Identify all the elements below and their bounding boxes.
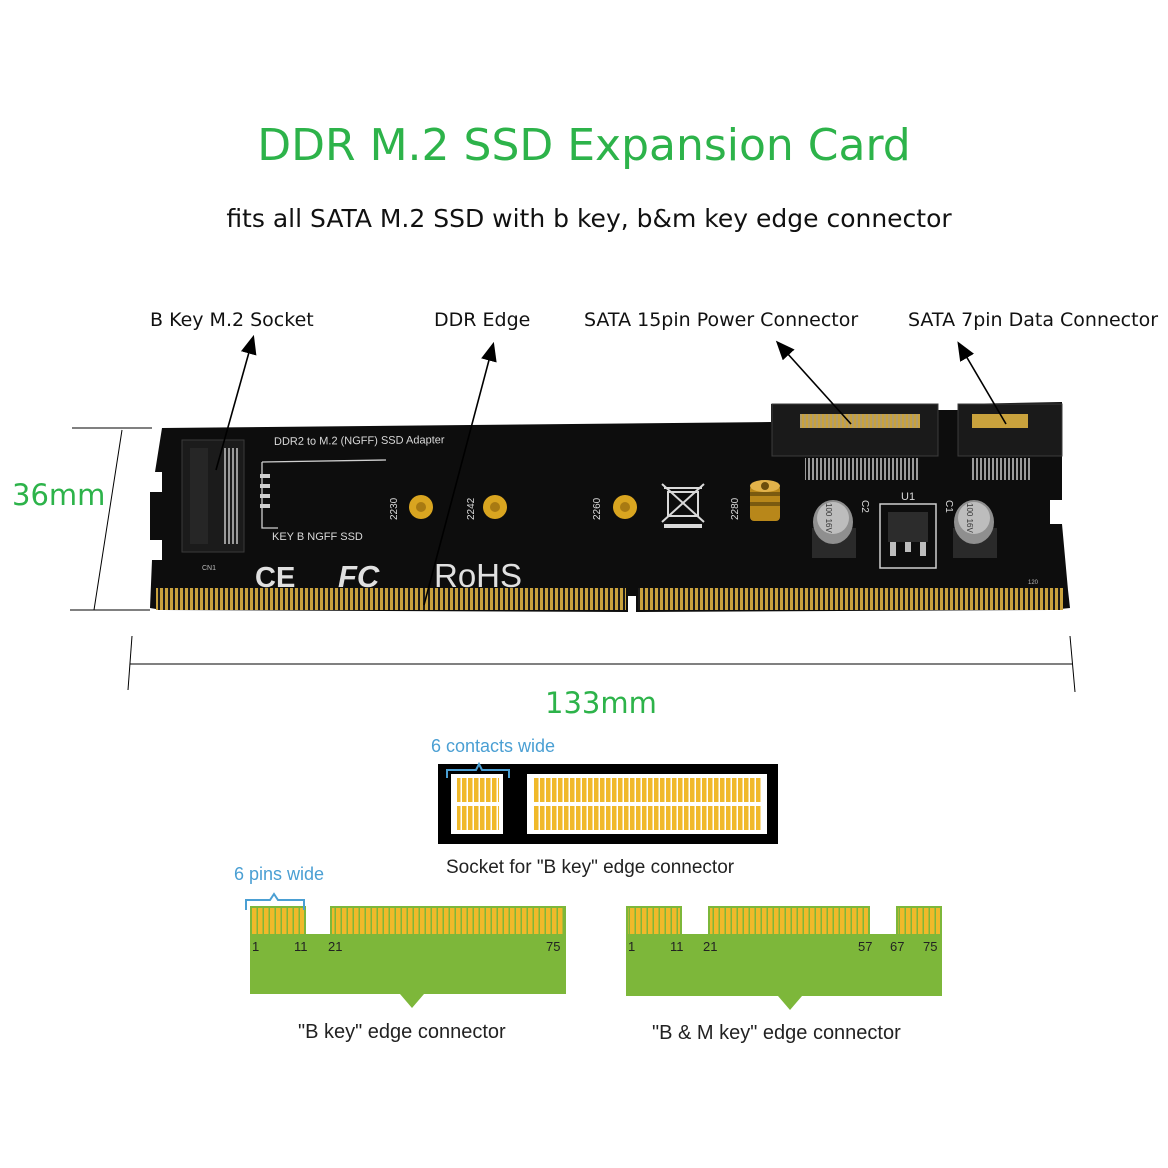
fc-logo: FC (338, 559, 380, 594)
callout-sata-power: SATA 15pin Power Connector (584, 309, 859, 331)
callout-sata-data: SATA 7pin Data Connector (908, 309, 1159, 331)
height-dimension-label: 36mm (12, 478, 106, 512)
bm-key-pin-57: 57 (858, 939, 872, 954)
arrow-sata-data (957, 341, 1007, 425)
bm-key-pin-21: 21 (703, 939, 717, 954)
voltage-regulator (879, 503, 937, 569)
socket-caption: Socket for "B key" edge connector (446, 857, 735, 878)
b-key-pin-1: 1 (252, 939, 259, 954)
key-diagrams: 1 11 21 75 1 11 21 57 67 75 (245, 761, 942, 1010)
weee-bin-icon (661, 483, 705, 528)
height-dimension-line (70, 427, 152, 611)
key-b-label: KEY B NGFF SSD (272, 531, 363, 543)
cap-c1-marking: 100 16V (965, 503, 974, 533)
cap-c2-ref: C2 (859, 500, 870, 513)
callout-ddr-edge: DDR Edge (434, 309, 531, 331)
cap-c2-marking: 100 16V (824, 503, 833, 533)
adapter-board-illustration: CN1 DDR2 to M.2 (NGFF) SSD Adapter KEY B… (70, 334, 1076, 693)
standoff-2280 (750, 480, 780, 521)
bm-key-edge-connector (626, 906, 942, 1010)
mount-size-2242: 2242 (466, 497, 477, 520)
silkscreen-title: DDR2 to M.2 (NGFF) SSD Adapter (274, 434, 445, 448)
arrow-ddr-edge (423, 341, 497, 606)
pins-wide-bracket (245, 892, 305, 910)
page-subtitle: fits all SATA M.2 SSD with b key, b&m ke… (226, 204, 952, 233)
page-title: DDR M.2 SSD Expansion Card (257, 120, 911, 171)
b-key-pin-21: 21 (328, 939, 342, 954)
mount-size-2280: 2280 (730, 497, 741, 520)
bm-key-pin-75: 75 (923, 939, 937, 954)
callout-b-key-socket: B Key M.2 Socket (150, 309, 314, 331)
b-key-socket-diagram (438, 761, 778, 844)
width-dimension-line (127, 635, 1076, 693)
regulator-ref: U1 (901, 491, 915, 503)
arrow-b-key-socket (215, 334, 257, 471)
bm-key-caption: "B & M key" edge connector (652, 1022, 901, 1044)
mount-size-2260: 2260 (592, 497, 603, 520)
m2-socket (181, 439, 245, 553)
pins-wide-label: 6 pins wide (234, 864, 325, 884)
cap-c1-ref: C1 (943, 500, 954, 513)
arrow-sata-power (775, 340, 852, 425)
bm-key-pin-67: 67 (890, 939, 904, 954)
contacts-wide-label: 6 contacts wide (431, 736, 556, 756)
b-key-pin-75: 75 (546, 939, 560, 954)
width-dimension-label: 133mm (545, 686, 657, 720)
mount-size-2230: 2230 (389, 497, 400, 520)
bm-key-pin-1: 1 (628, 939, 635, 954)
ce-logo: CE (255, 562, 295, 594)
bm-key-pin-11: 11 (670, 939, 684, 954)
contacts-wide-bracket (446, 761, 510, 778)
rohs-logo: RoHS (434, 557, 522, 594)
b-key-pin-11: 11 (294, 939, 308, 954)
sata-data-connector (957, 403, 1063, 480)
sata-power-connector (771, 403, 939, 480)
connector-ref: CN1 (202, 565, 216, 572)
ddr-edge-fingers (156, 588, 626, 610)
capacitor-c2: 100 16V (812, 500, 856, 558)
ddr-edge-fingers-right (638, 588, 1063, 610)
pin-marker: 120 (1028, 580, 1039, 586)
b-key-edge-connector (245, 892, 566, 1008)
b-key-caption: "B key" edge connector (298, 1021, 506, 1043)
capacitor-c1: 100 16V (953, 500, 997, 558)
